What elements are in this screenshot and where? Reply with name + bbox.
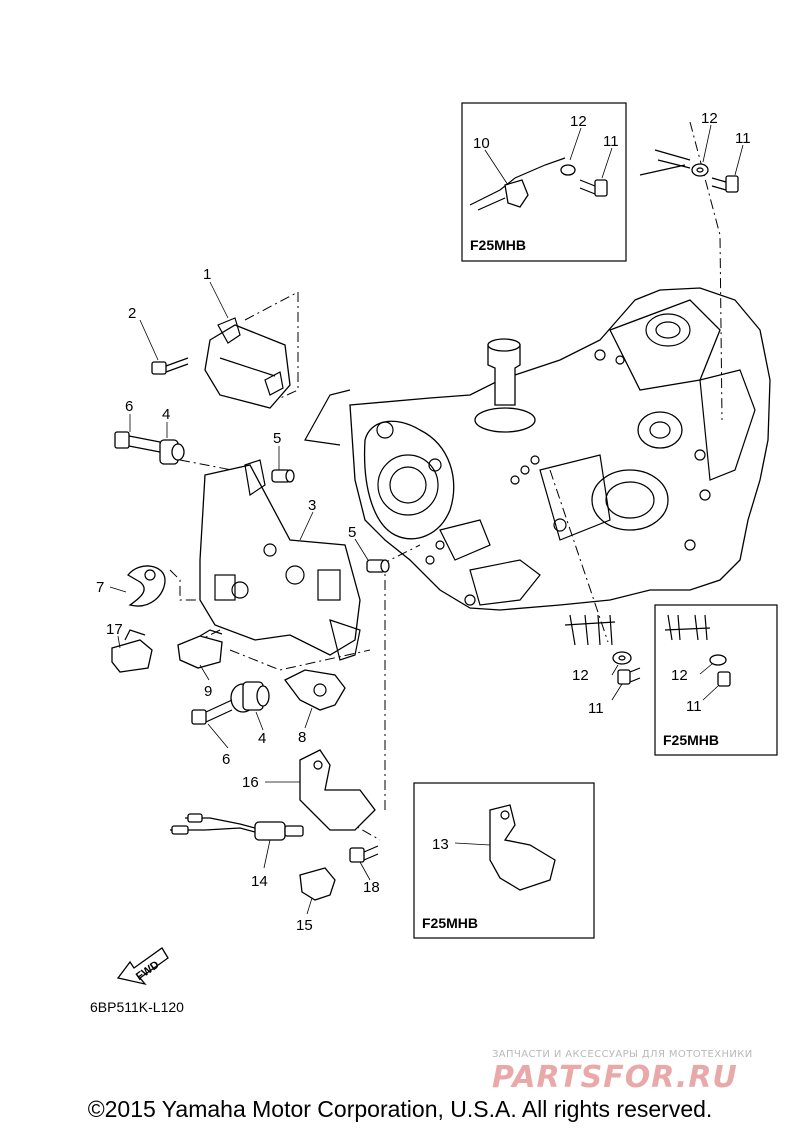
part-14-switch: [170, 813, 304, 841]
part-9-holder: [177, 629, 223, 669]
part-4-grommet-upper: [159, 439, 185, 465]
callout-2: 2: [128, 305, 136, 322]
variant-label-bottom: F25MHB: [422, 915, 478, 931]
part-12-washer-main: [612, 651, 632, 665]
callout-6-lower: 6: [222, 751, 230, 768]
callout-15: 15: [296, 917, 313, 934]
callout-16: 16: [242, 774, 259, 791]
part-18-bolt: [349, 845, 379, 863]
wire-ends-main: [564, 614, 616, 646]
callout-12-box: 12: [570, 113, 587, 130]
fwd-arrow-icon: FWD: [116, 947, 169, 986]
copyright-notice: ©2015 Yamaha Motor Corporation, U.S.A. A…: [87, 1096, 713, 1122]
part-6-bolt-upper: [114, 431, 161, 453]
variant-box-top: [461, 102, 627, 262]
part-2-bolt: [151, 357, 189, 375]
part-12-washer-top: [691, 163, 709, 177]
part-7-clamp: [127, 565, 166, 607]
callout-1: 1: [203, 266, 211, 283]
part-17-clamp: [111, 629, 153, 673]
callout-14: 14: [251, 873, 268, 890]
callout-3: 3: [308, 497, 316, 514]
callout-6-upper: 6: [125, 398, 133, 415]
part-5-collar-lower: [366, 559, 390, 573]
callout-7: 7: [96, 579, 104, 596]
callout-11-box: 11: [603, 133, 619, 150]
callout-11-right: 11: [686, 698, 702, 715]
callout-17: 17: [106, 621, 123, 638]
callout-11-main: 11: [588, 700, 604, 717]
callout-5-lower: 5: [348, 524, 356, 541]
callout-10: 10: [473, 135, 490, 152]
part-15-clip: [299, 867, 336, 901]
variant-box-right: [654, 604, 778, 756]
callout-18: 18: [363, 879, 380, 896]
variant-label-top: F25MHB: [470, 237, 526, 253]
part-1-cdi-unit: [204, 317, 291, 409]
variant-box-bottom: [413, 782, 595, 939]
callout-labels: 1 2 3 4 5 6 5 7 17 9 4 6 8 16 14 18 15 1…: [96, 110, 751, 934]
engine-block: [304, 287, 771, 611]
callout-13: 13: [432, 836, 449, 853]
callout-12-main: 12: [572, 667, 589, 684]
callout-5-upper: 5: [273, 430, 281, 447]
callout-4-upper: 4: [162, 406, 170, 423]
variant-label-right: F25MHB: [663, 732, 719, 748]
watermark-logo: PARTSFOR.RU: [492, 1060, 738, 1095]
callout-4-lower: 4: [258, 730, 266, 747]
callout-12-top: 12: [701, 110, 718, 127]
wire-ends-top: [639, 149, 691, 176]
callout-8: 8: [298, 729, 306, 746]
part-16-bracket: [299, 749, 376, 831]
callout-leaders: [109, 124, 744, 915]
drawing-code: 6BP511K-L120: [90, 999, 184, 1015]
part-6-bolt-lower: [191, 699, 233, 725]
part-8-clamp: [284, 669, 346, 711]
callout-12-right: 12: [671, 667, 688, 684]
part-11-bolt-top: [711, 175, 739, 193]
callout-11-top: 11: [735, 130, 751, 147]
part-4-grommet-lower: [230, 681, 270, 713]
part-5-collar-upper: [271, 469, 295, 483]
callout-9: 9: [204, 683, 212, 700]
part-11-bolt-main: [617, 667, 641, 685]
watermark-tagline: ЗАПЧАСТИ И АКСЕССУАРЫ ДЛЯ МОТОТЕХНИКИ: [492, 1049, 753, 1060]
part-3-bracket: [199, 459, 361, 661]
